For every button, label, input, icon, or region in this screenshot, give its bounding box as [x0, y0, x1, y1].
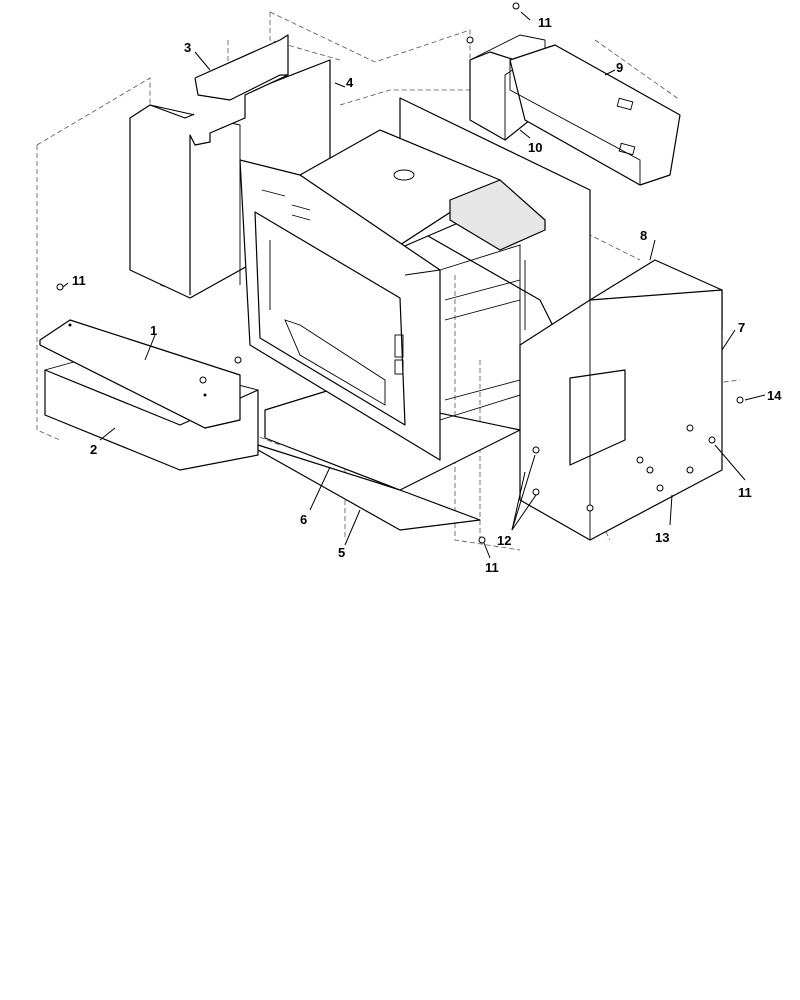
- oven-cavity-frame: [239, 97, 591, 461]
- callout-4: 4: [346, 75, 354, 90]
- callout-1: 1: [150, 323, 157, 338]
- callout-12: 12: [497, 533, 511, 548]
- callout-11-bottom: 11: [485, 560, 499, 575]
- callout-7: 7: [738, 320, 745, 335]
- callout-5: 5: [338, 545, 345, 560]
- callout-11-left: 11: [72, 273, 86, 288]
- callout-8: 8: [640, 228, 647, 243]
- part-3-insulation: [189, 34, 289, 295]
- callout-3: 3: [184, 40, 191, 55]
- callout-13: 13: [655, 530, 669, 545]
- callout-2: 2: [90, 442, 97, 457]
- callout-9: 9: [616, 60, 623, 75]
- leader-lines: [62, 11, 766, 559]
- callout-11-top: 11: [538, 15, 552, 30]
- fasteners: [56, 2, 744, 544]
- callout-10: 10: [528, 140, 542, 155]
- callout-6: 6: [300, 512, 307, 527]
- callout-labels: 3 4 11 9 10 8 7 14 11 1 2 11 12 13 6 5 1…: [72, 15, 782, 575]
- callout-14: 14: [767, 388, 782, 403]
- callout-11-right: 11: [738, 485, 752, 500]
- part-5-base-plate: [257, 389, 521, 531]
- part-1-panel: [39, 319, 241, 429]
- part-9-duct: [509, 44, 681, 186]
- part-7-door: [519, 289, 723, 541]
